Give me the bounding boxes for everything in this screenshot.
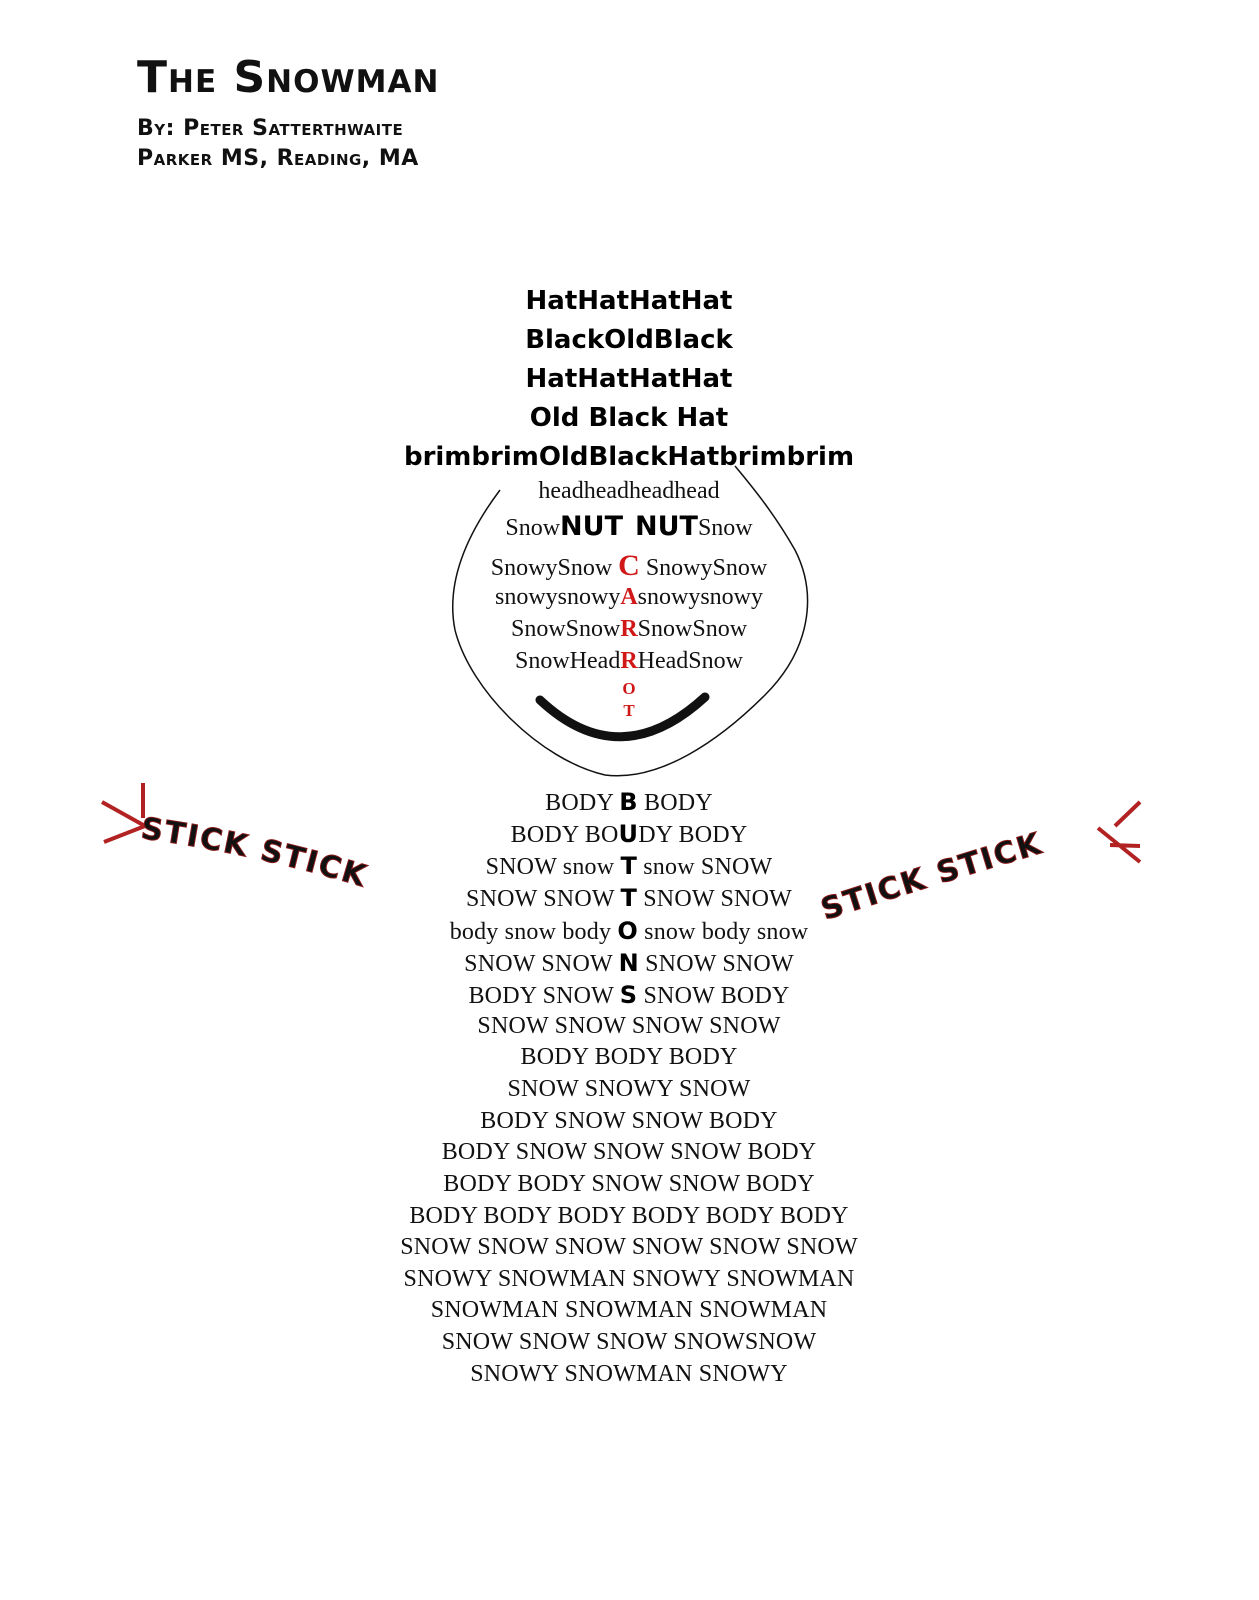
button-letter: U <box>618 820 639 848</box>
nose-line: SnowHeadRHeadSnow <box>330 648 928 675</box>
body-button-line: SNOW SNOW N SNOW SNOW <box>330 949 928 978</box>
carrot-tip-letter: T <box>623 701 635 720</box>
hat-line: Old Black Hat <box>529 403 729 433</box>
right-eye: NUT <box>635 511 698 542</box>
body-button-line: BODY BOUDY BODY <box>330 820 928 849</box>
hat-line: HatHatHatHat <box>525 286 733 316</box>
head-word: SnowySnow <box>490 555 619 581</box>
left-arm-twig <box>101 783 150 844</box>
head-word: snowysnowy <box>637 584 764 610</box>
body-line: SNOWMAN SNOWMAN SNOWMAN <box>430 1297 828 1323</box>
nose-line: snowysnowyAsnowysnowy <box>330 584 928 611</box>
left-eye: NUT <box>560 511 623 542</box>
head-line: headheadheadhead <box>538 478 720 504</box>
right-arm-twig <box>1096 800 1142 864</box>
button-letter: B <box>619 788 638 816</box>
body-word: SNOW SNOW <box>638 951 794 977</box>
body-word: SNOW SNOW <box>464 951 619 977</box>
body-button-line: BODY SNOW S SNOW BODY <box>330 981 928 1010</box>
body-button-line: BODY B BODY <box>330 788 928 817</box>
head-word: SnowySnow <box>639 555 768 581</box>
head-word: snowysnowy <box>494 584 621 610</box>
head-word: SnowSnow <box>637 616 748 642</box>
body-line: BODY BODY BODY <box>520 1044 738 1070</box>
body-word: snow SNOW <box>637 854 773 880</box>
body-word: DY BODY <box>638 822 748 848</box>
poem-title: The Snowman <box>137 52 440 103</box>
button-letter: S <box>619 981 638 1009</box>
nose-line: SnowySnow C SnowySnow <box>330 549 928 583</box>
body-line: SNOW SNOW SNOW SNOWSNOW <box>441 1329 817 1355</box>
head-word: SnowHead <box>515 648 621 674</box>
carrot-letter: R <box>620 648 638 674</box>
button-letter: N <box>618 949 639 977</box>
head-word: HeadSnow <box>637 648 743 674</box>
hat-line: BlackOldBlack <box>525 325 733 355</box>
head-word: Snow <box>697 515 753 541</box>
carrot-tip-letter: O <box>622 679 636 698</box>
body-word: SNOW snow <box>485 854 621 880</box>
button-letter: T <box>620 884 638 912</box>
body-line: BODY BODY SNOW SNOW BODY <box>443 1171 815 1197</box>
body-button-line: body snow body O snow body snow <box>330 917 928 946</box>
body-word: snow body snow <box>637 919 809 945</box>
body-word: SNOW SNOW <box>637 886 792 912</box>
body-line: SNOW SNOW SNOW SNOW <box>477 1013 781 1039</box>
body-line: SNOW SNOWY SNOW <box>507 1076 751 1102</box>
body-button-line: SNOW SNOW T SNOW SNOW <box>330 884 928 913</box>
body-line: BODY SNOW SNOW SNOW BODY <box>441 1139 817 1165</box>
head-word: SnowSnow <box>510 616 621 642</box>
body-line: BODY BODY BODY BODY BODY BODY <box>409 1203 849 1229</box>
body-line: SNOWY SNOWMAN SNOWY SNOWMAN <box>403 1266 855 1292</box>
body-word: BODY BO <box>510 822 619 848</box>
body-line: SNOW SNOW SNOW SNOW SNOW SNOW <box>400 1234 858 1260</box>
head-outline <box>452 465 809 777</box>
carrot-letter: A <box>620 584 638 610</box>
eyes-line: SnowNUT NUTSnow <box>330 511 928 542</box>
school-line: Parker MS, Reading, MA <box>137 146 419 171</box>
nose-line: SnowSnowRSnowSnow <box>330 616 928 643</box>
body-word: body snow body <box>449 919 618 945</box>
body-word: SNOW BODY <box>637 983 790 1009</box>
smile <box>535 692 710 742</box>
body-word: BODY SNOW <box>468 983 620 1009</box>
body-line: BODY SNOW SNOW BODY <box>480 1108 778 1134</box>
head-word: Snow <box>505 515 561 541</box>
author-line: By: Peter Satterthwaite <box>137 116 404 141</box>
button-letter: O <box>617 917 638 945</box>
body-button-line: SNOW snow T snow SNOW <box>330 852 928 881</box>
body-word: SNOW SNOW <box>466 886 621 912</box>
body-word: BODY <box>637 790 713 816</box>
hat-brim-line: brimbrimOldBlackHatbrimbrim <box>403 442 855 472</box>
body-line: SNOWY SNOWMAN SNOWY <box>470 1361 788 1387</box>
carrot-letter: C <box>618 549 640 582</box>
hat-line: HatHatHatHat <box>525 364 733 394</box>
button-letter: T <box>620 852 638 880</box>
body-word: BODY <box>545 790 620 816</box>
carrot-letter: R <box>620 616 638 642</box>
